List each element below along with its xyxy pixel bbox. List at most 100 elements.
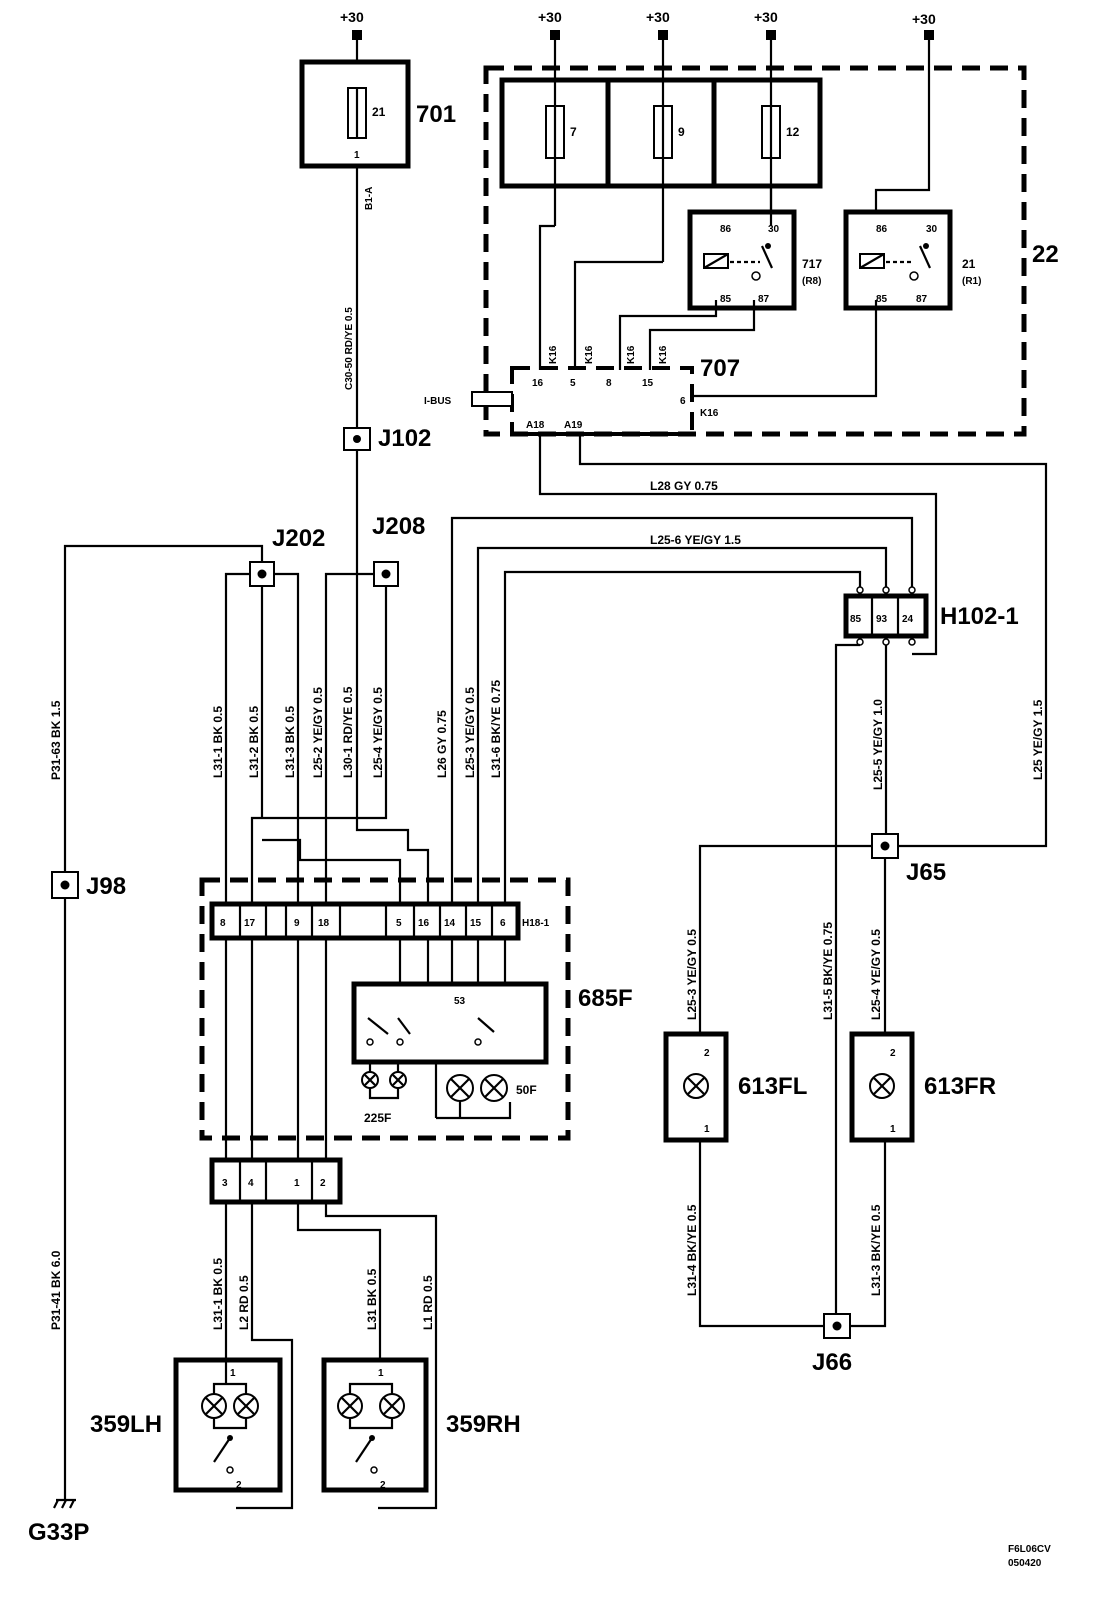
- svg-text:86: 86: [876, 224, 888, 235]
- svg-text:359LH: 359LH: [90, 1411, 162, 1438]
- wire-label: L31-2 BK 0.5: [247, 706, 261, 778]
- svg-text:5: 5: [570, 378, 576, 389]
- module-22-border: [483, 65, 1027, 437]
- lamps-50f: 50F: [434, 1062, 537, 1120]
- drawing-date: 050420: [1008, 1558, 1042, 1569]
- wire-label: P31-41 BK 6.0: [49, 1250, 63, 1330]
- wire-label: L25 YE/GY 1.5: [1031, 699, 1045, 780]
- wire-label: L25-4 YE/GY 0.5: [371, 687, 385, 778]
- svg-text:86: 86: [720, 224, 732, 235]
- ground-icon: [53, 1498, 76, 1509]
- wire-label: L2 RD 0.5: [237, 1275, 251, 1330]
- svg-text:5: 5: [396, 918, 402, 929]
- svg-text:359RH: 359RH: [446, 1411, 521, 1438]
- lamp-613fr: 2 1 613FR: [849, 1031, 996, 1143]
- supply-label: +30: [646, 9, 670, 25]
- svg-text:A18: A18: [526, 420, 545, 431]
- supply-label: +30: [538, 9, 562, 25]
- svg-text:K16: K16: [626, 345, 637, 364]
- svg-text:1: 1: [890, 1124, 896, 1135]
- fuse-block: 7 9 12: [499, 77, 823, 189]
- svg-text:2: 2: [236, 1480, 242, 1491]
- relay-21: 86 30 85 87 21 (R1): [843, 209, 981, 311]
- connector-h18-1: 8 17 9 18 5 16 14 15 6 H18-1: [209, 901, 550, 941]
- svg-text:14: 14: [444, 918, 456, 929]
- svg-text:H18-1: H18-1: [522, 918, 550, 929]
- connector-h102-1: 85 93 24 H102-1: [843, 586, 1019, 646]
- svg-text:21: 21: [372, 105, 386, 119]
- wire-label: L31-6 BK/YE 0.75: [489, 680, 503, 778]
- lamp-359rh: 1 2 359RH: [321, 1357, 521, 1493]
- svg-text:225F: 225F: [364, 1111, 391, 1125]
- svg-text:53: 53: [454, 996, 466, 1007]
- svg-text:21: 21: [962, 257, 976, 271]
- svg-text:H102-1: H102-1: [940, 603, 1019, 630]
- module-685f-border: [199, 877, 571, 1141]
- svg-text:3: 3: [222, 1178, 228, 1189]
- svg-text:30: 30: [768, 224, 780, 235]
- supply-label: +30: [754, 9, 778, 25]
- component-685f-label: 685F: [578, 985, 633, 1012]
- svg-text:K16: K16: [658, 345, 669, 364]
- wire-label: L25-6 YE/GY 1.5: [650, 533, 741, 547]
- svg-text:2: 2: [380, 1480, 386, 1491]
- svg-text:B1-A: B1-A: [364, 187, 375, 210]
- svg-text:85: 85: [850, 614, 862, 625]
- svg-text:15: 15: [642, 378, 654, 389]
- wire-label: L25-3 YE/GY 0.5: [685, 929, 699, 1020]
- svg-text:1: 1: [294, 1178, 300, 1189]
- svg-text:2: 2: [890, 1048, 896, 1059]
- svg-text:16: 16: [418, 918, 430, 929]
- wire-label: L31-4 BK/YE 0.5: [685, 1204, 699, 1296]
- wire-label: L31-1 BK 0.5: [211, 1258, 225, 1330]
- svg-text:6: 6: [680, 396, 686, 407]
- svg-text:1: 1: [704, 1124, 710, 1135]
- switch-53: 53: [351, 981, 549, 1065]
- component-22-label: 22: [1032, 241, 1059, 268]
- component-707-label: 707: [700, 355, 740, 382]
- wire-label: L31-3 BK/YE 0.5: [869, 1204, 883, 1296]
- svg-text:7: 7: [570, 125, 577, 139]
- wire-label: L31-3 BK 0.5: [283, 706, 297, 778]
- svg-text:6: 6: [500, 918, 506, 929]
- wire-label: C30-50 RD/YE 0.5: [344, 307, 355, 390]
- svg-text:717: 717: [802, 257, 822, 271]
- svg-text:4: 4: [248, 1178, 254, 1189]
- svg-text:K16: K16: [584, 345, 595, 364]
- svg-text:(R8): (R8): [802, 276, 821, 287]
- svg-text:A19: A19: [564, 420, 583, 431]
- junction-j65: J65: [906, 859, 946, 886]
- supply-label: +30: [340, 9, 364, 25]
- svg-text:50F: 50F: [516, 1083, 537, 1097]
- supply-label: +30: [912, 11, 936, 27]
- junction-j102: J102: [378, 425, 431, 452]
- svg-text:613FL: 613FL: [738, 1073, 807, 1100]
- svg-text:613FR: 613FR: [924, 1073, 996, 1100]
- svg-text:8: 8: [220, 918, 226, 929]
- svg-text:87: 87: [916, 294, 928, 305]
- lamp-613fl: 2 1 613FL: [663, 1031, 807, 1143]
- ground-g33p: G33P: [28, 1519, 89, 1546]
- fuse-701: 21 1 701: [299, 40, 456, 169]
- svg-text:9: 9: [294, 918, 300, 929]
- svg-text:(R1): (R1): [962, 276, 981, 287]
- wire-label: L31 BK 0.5: [365, 1268, 379, 1330]
- svg-text:24: 24: [902, 614, 914, 625]
- wire-label: L1 RD 0.5: [421, 1275, 435, 1330]
- svg-text:18: 18: [318, 918, 330, 929]
- svg-text:87: 87: [758, 294, 770, 305]
- wire-label: L25-5 YE/GY 1.0: [871, 699, 885, 790]
- svg-text:16: 16: [532, 378, 544, 389]
- lamps-225f: 225F: [361, 1062, 407, 1125]
- junction-j202: J202: [272, 525, 325, 552]
- svg-text:85: 85: [876, 294, 888, 305]
- wire-label: L25-3 YE/GY 0.5: [463, 687, 477, 778]
- svg-text:2: 2: [320, 1178, 326, 1189]
- wire-label: L31-5 BK/YE 0.75: [821, 922, 835, 1020]
- svg-text:2: 2: [704, 1048, 710, 1059]
- wire-label: L26 GY 0.75: [435, 710, 449, 778]
- junction-j98: J98: [86, 873, 126, 900]
- svg-text:15: 15: [470, 918, 482, 929]
- junction-j66: J66: [812, 1349, 852, 1376]
